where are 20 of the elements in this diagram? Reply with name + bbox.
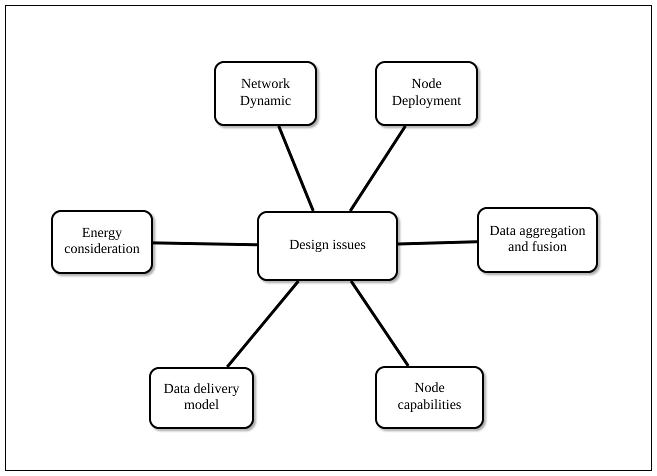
topic-box: [149, 367, 254, 429]
connector-line: [348, 125, 407, 212]
topic-box: [51, 210, 153, 274]
box-label: Network Dynamic: [238, 77, 292, 110]
topic-box: [375, 61, 478, 126]
topic-box: [477, 207, 598, 273]
connector-line: [277, 125, 315, 212]
box-label: Node capabilities: [396, 381, 462, 414]
topic-box: [375, 366, 484, 429]
connector-line: [152, 241, 258, 246]
topic-box: [214, 61, 317, 126]
box-label: Energy consideration: [63, 226, 141, 258]
connector-line: [398, 240, 478, 246]
box-label: Data aggregation and fusion: [488, 224, 586, 256]
box-label: Node Deployment: [390, 77, 462, 110]
box-label: Design issues: [289, 238, 366, 254]
topic-box: [257, 211, 398, 281]
box-label: Data delivery model: [162, 382, 240, 414]
connector-line: [226, 280, 300, 368]
connector-line: [350, 280, 410, 367]
